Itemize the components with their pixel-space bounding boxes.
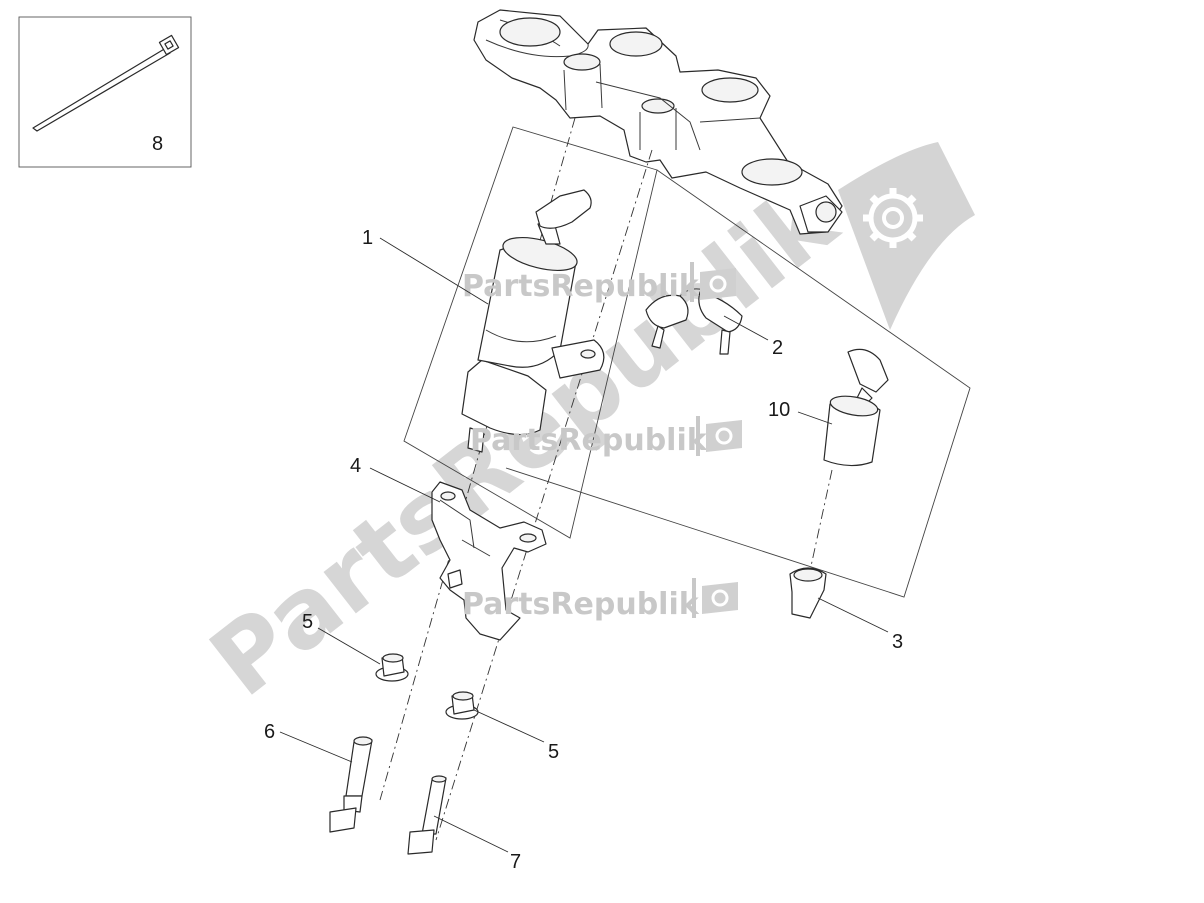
callout-4: 4	[350, 455, 361, 477]
key-set	[645, 288, 743, 355]
leader-2	[723, 315, 769, 341]
bushing-upper	[375, 653, 409, 682]
switch-bracket	[431, 481, 547, 641]
flag-gear-icon	[706, 420, 742, 452]
callout-7: 7	[510, 851, 521, 873]
seat-lock	[823, 348, 889, 467]
leader-6	[279, 731, 353, 763]
callout-5-upper: 5	[302, 611, 313, 633]
bushing-lower	[445, 691, 479, 720]
leader-5b	[473, 709, 545, 743]
leader-10	[797, 411, 833, 425]
callout-8: 8	[152, 133, 163, 155]
leader-5a	[317, 627, 381, 665]
flag-gear-icon	[702, 582, 738, 614]
callout-3: 3	[892, 631, 903, 653]
leader-1	[379, 237, 489, 305]
leader-4	[369, 467, 441, 503]
ignition-switch	[461, 189, 605, 453]
axis-lock-to-bracket	[807, 469, 833, 581]
axis-left	[379, 117, 576, 801]
triple-clamp	[473, 9, 843, 235]
axis-right	[435, 149, 653, 841]
watermark-flag-logo	[838, 142, 975, 330]
watermark-text-2: PartsRepublik	[470, 416, 742, 458]
cable-tie-part	[32, 34, 180, 132]
leader-7	[433, 815, 509, 853]
svg-text:PartsRepublik: PartsRepublik	[462, 269, 700, 304]
frame-right	[505, 169, 971, 598]
frame-left	[403, 126, 658, 539]
bolt-7	[407, 775, 447, 855]
watermark-text-3: PartsRepublik	[462, 578, 738, 622]
svg-text:PartsRepublik: PartsRepublik	[470, 423, 708, 458]
flag-gear-icon	[700, 268, 736, 300]
lock-clip	[789, 567, 827, 619]
callout-5-lower: 5	[548, 741, 559, 763]
callout-6: 6	[264, 721, 275, 743]
gear-icon	[863, 188, 923, 248]
bolt-6	[329, 736, 373, 833]
callout-10: 10	[768, 399, 790, 421]
svg-text:PartsRepublik: PartsRepublik	[462, 587, 700, 622]
callout-2: 2	[772, 337, 783, 359]
callout-1: 1	[362, 227, 373, 249]
watermark-text-1: PartsRepublik	[462, 262, 736, 304]
leader-3	[817, 597, 889, 633]
